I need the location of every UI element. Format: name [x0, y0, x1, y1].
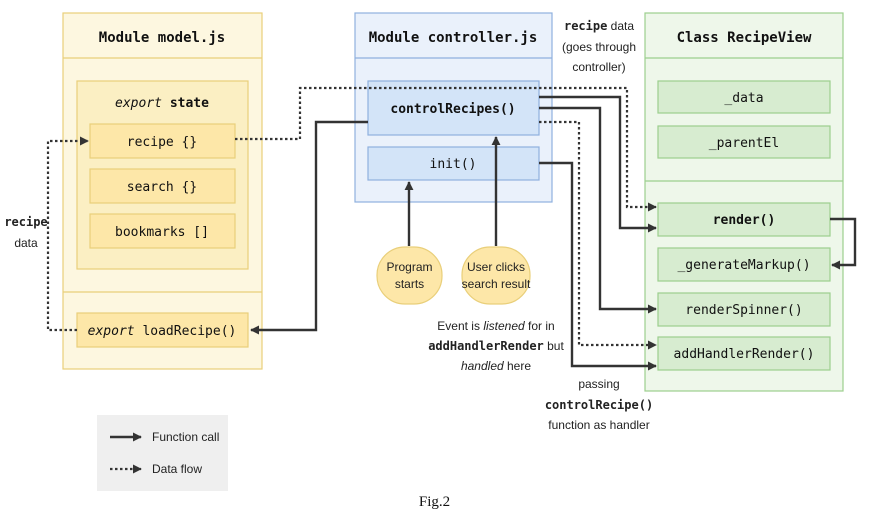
function-call-arrows — [250, 95, 857, 371]
svg-text:controlRecipe(): controlRecipe() — [545, 398, 653, 412]
svg-text:data: data — [14, 236, 38, 250]
state-search-label: search {} — [127, 180, 197, 195]
add-handler-render-label: addHandlerRender() — [674, 347, 815, 362]
render-spinner-label: renderSpinner() — [685, 303, 802, 318]
arrow-controlrecipes-to-loadrecipe — [250, 120, 368, 335]
legend-data-flow: Data flow — [152, 462, 202, 476]
svg-text:Event is listened for in: Event is listened for in — [437, 319, 554, 333]
render-spinner-item — [657, 292, 831, 327]
svg-text:recipe data: recipe data — [564, 19, 634, 33]
svg-text:(goes through: (goes through — [562, 40, 636, 54]
svg-text:controller): controller) — [572, 60, 625, 74]
state-bookmarks-label: bookmarks [] — [115, 225, 209, 240]
recipe-view-title: Class RecipeView — [677, 30, 812, 46]
dataflow-controlrecipes-to-addhandler — [539, 120, 657, 350]
arrow-controlrecipes-to-render — [539, 95, 657, 233]
control-recipes-item — [367, 80, 540, 136]
control-recipes-label: controlRecipes() — [390, 102, 515, 117]
prop-parentel-label: _parentEl — [709, 136, 779, 151]
arrow-controlrecipes-to-spinner — [539, 106, 657, 314]
generate-markup-item — [657, 247, 831, 282]
passing-note-label: passing controlRecipe() function as hand… — [545, 377, 653, 432]
svg-text:passing: passing — [578, 377, 619, 391]
load-recipe-label: export loadRecipe() — [88, 324, 237, 339]
state-search-item — [89, 168, 236, 204]
controller-module: Module controller.js controlRecipes() in… — [354, 12, 553, 203]
user-clicks-line1: User clicks — [467, 260, 525, 274]
prop-data-item — [657, 80, 831, 114]
model-module-title: Module model.js — [99, 30, 225, 46]
event-note-label: Event is listened for in addHandlerRende… — [428, 319, 564, 373]
svg-text:handled here: handled here — [461, 359, 531, 373]
state-label: export state — [115, 96, 209, 111]
program-starts-trigger: Program starts — [376, 246, 443, 305]
figure-caption: Fig.2 — [418, 494, 451, 510]
svg-text:function as handler: function as handler — [548, 418, 649, 432]
controller-module-title: Module controller.js — [369, 30, 538, 46]
state-bookmarks-item — [89, 213, 236, 249]
recipe-view-class: Class RecipeView _data _parentEl render(… — [644, 12, 844, 392]
add-handler-render-item — [657, 336, 831, 371]
program-starts-line2: starts — [395, 277, 424, 291]
user-clicks-trigger: User clicks search result — [461, 246, 531, 305]
render-label: render() — [713, 213, 776, 228]
dataflow-recipe-to-render — [235, 86, 657, 212]
legend: Function call Data flow — [97, 415, 228, 491]
generate-markup-label: _generateMarkup() — [677, 258, 810, 273]
model-module: Module model.js export state recipe {} s… — [62, 12, 263, 370]
load-recipe-item — [76, 312, 249, 348]
recipe-data-top-label: recipe data (goes through controller) — [562, 19, 636, 74]
recipe-data-left-label: recipe data — [4, 215, 47, 250]
arrow-init-to-addhandler — [539, 161, 657, 371]
legend-function-call: Function call — [152, 430, 219, 444]
state-recipe-label: recipe {} — [127, 135, 197, 150]
prop-parentel-item — [657, 125, 831, 159]
init-label: init() — [430, 157, 477, 172]
program-starts-line1: Program — [386, 260, 432, 274]
prop-data-label: _data — [724, 91, 763, 106]
user-clicks-line2: search result — [462, 277, 531, 291]
data-flow-arrows — [46, 86, 657, 350]
svg-text:addHandlerRender but: addHandlerRender but — [428, 339, 564, 353]
arrow-render-to-generatemarkup — [830, 217, 857, 270]
svg-text:recipe: recipe — [4, 215, 47, 229]
init-item — [367, 146, 540, 181]
state-recipe-item — [89, 123, 236, 159]
